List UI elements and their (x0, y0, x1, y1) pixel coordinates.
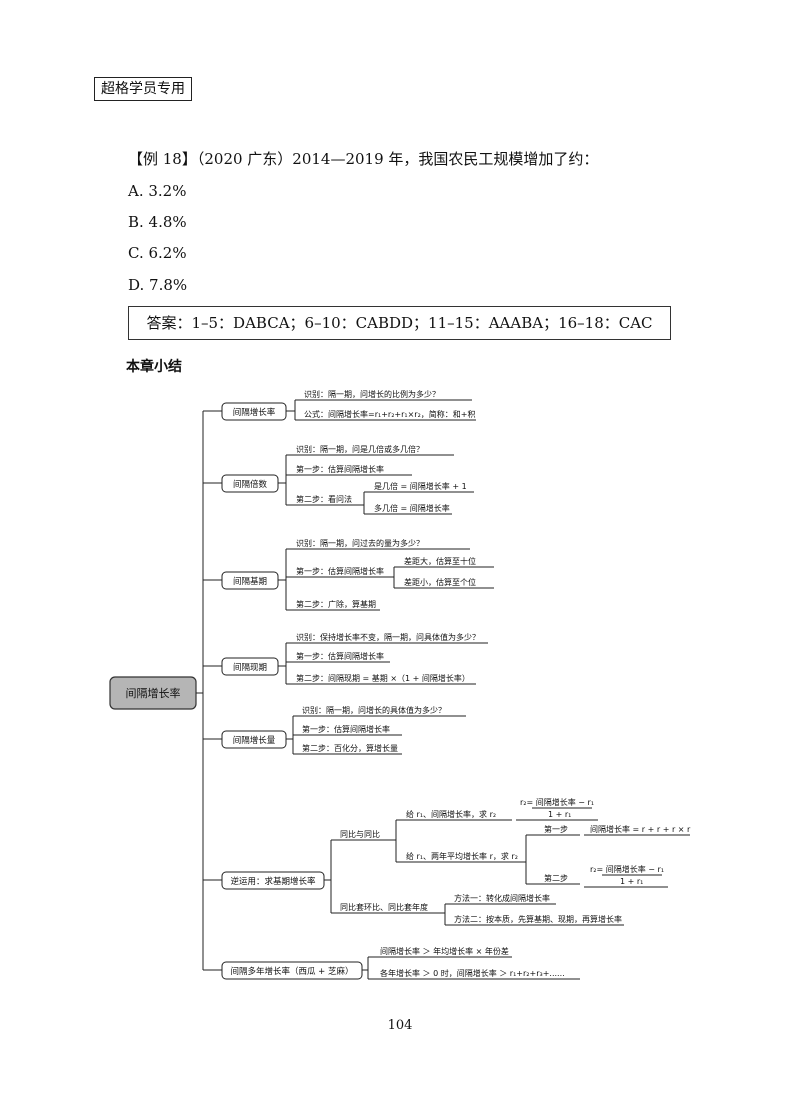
leaf-text: 方法二：按本质，先算基期、现期，再算增长率 (454, 914, 622, 924)
restricted-use-stamp: 超格学员专用 (94, 77, 192, 101)
leaf-text: 各年增长率 ＞ 0 时，间隔增长率 ＞ r₁+r₂+r₃+...... (380, 968, 565, 978)
leaf-text: 差距大，估算至十位 (404, 556, 476, 566)
leaf-text: 间隔增长率 = r + r + r × r (590, 824, 691, 834)
question-stem: 【例 18】（2020 广东）2014—2019 年，我国农民工规模增加了约： (128, 150, 599, 168)
branch-label: 间隔倍数 (233, 479, 268, 490)
option-c: C. 6.2% (128, 244, 187, 262)
branch-label: 逆运用：求基期增长率 (230, 876, 316, 887)
chapter-summary-title: 本章小结 (126, 359, 182, 375)
leaf-text: 第一步：估算间隔增长率 (296, 464, 384, 474)
leaf-text: 识别：隔一期，问增长的具体值为多少？ (302, 705, 446, 715)
leaf-text: 识别：隔一期，问是几倍或多几倍？ (296, 444, 424, 454)
formula-numerator: r₂= 间隔增长率 − r₁ (590, 864, 664, 874)
option-a: A. 3.2% (128, 182, 187, 200)
leaf-text: 间隔增长率 ＞ 年均增长率 × 年份差 (380, 946, 509, 956)
leaf-text: 第一步：估算间隔增长率 (296, 651, 384, 661)
leaf-text: 给 r₁、两年平均增长率 r，求 r₂ (406, 851, 518, 861)
branch-label: 间隔现期 (233, 663, 267, 673)
mindmap-root-label: 间隔增长率 (126, 686, 181, 700)
leaf-text: 差距小，估算至个位 (404, 577, 476, 587)
leaf-text: 公式：间隔增长率=r₁+r₂+r₁×r₂，简称：和+积 (304, 409, 476, 419)
branch-label: 间隔多年增长率（西瓜 + 芝麻） (230, 966, 353, 977)
leaf-text: 方法一：转化成间隔增长率 (454, 893, 550, 903)
leaf-text: 给 r₁、间隔增长率，求 r₂ (406, 809, 496, 819)
option-b: B. 4.8% (128, 213, 187, 231)
leaf-text: 第一步：估算间隔增长率 (296, 566, 384, 576)
branch-label: 间隔增长率 (233, 407, 276, 418)
formula-denominator: 1 + r₁ (620, 877, 643, 886)
leaf-text: 第一步：估算间隔增长率 (302, 724, 390, 734)
leaf-text: 是几倍 = 间隔增长率 + 1 (374, 481, 467, 491)
leaf-text: 第二步：间隔现期 = 基期 ×（1 + 间隔增长率） (296, 673, 470, 683)
answer-key-box: 答案：1–5：DABCA；6–10：CABDD；11–15：AAABA；16–1… (128, 306, 671, 340)
leaf-text: 识别：保持增长率不变，隔一期，问具体值为多少？ (296, 632, 480, 642)
leaf-text: 第二步：百化分，算增长量 (302, 743, 398, 753)
leaf-text: 识别：隔一期，问过去的量为多少？ (296, 538, 424, 548)
leaf-text: 识别：隔一期，问增长的比例为多少？ (304, 389, 440, 399)
leaf-text: 多几倍 = 间隔增长率 (374, 503, 450, 513)
formula-numerator: r₂= 间隔增长率 − r₁ (520, 797, 594, 807)
sub-branch-label: 同比套环比、同比套年度 (340, 902, 428, 912)
step-label: 第一步 (544, 824, 568, 834)
formula-denominator: 1 + r₁ (548, 810, 571, 819)
branch-label: 间隔基期 (233, 576, 267, 587)
sub-branch-label: 同比与同比 (340, 829, 380, 839)
step-label: 第二步 (544, 873, 568, 883)
page-number: 104 (387, 1018, 413, 1033)
leaf-text: 第二步：看问法 (296, 494, 352, 504)
option-d: D. 7.8% (128, 276, 188, 294)
branch-label: 间隔增长量 (233, 735, 276, 746)
leaf-text: 第二步：广除，算基期 (296, 599, 376, 609)
